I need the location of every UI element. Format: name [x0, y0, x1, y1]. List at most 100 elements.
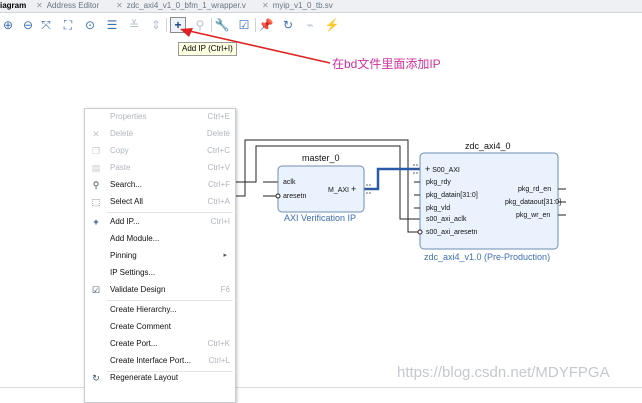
zdc-port-pkg-dataout: pkg_dataout[31:0]: [505, 199, 562, 206]
master-block-subtitle: AXI Verification IP: [284, 213, 357, 223]
menu-item-label: Create Interface Port...: [110, 356, 191, 365]
menu-item-label: IP Settings...: [110, 268, 156, 277]
close-icon[interactable]: ✕: [262, 1, 269, 10]
menu-item-label: Add IP...: [110, 217, 140, 226]
run-icon[interactable]: ⚡: [324, 18, 340, 32]
zdc-port-pkg-vld: pkg_vld: [426, 205, 451, 212]
zdc-port-s00-axi-aresetn: s00_axi_aresetn: [426, 229, 478, 236]
menu-item-regenerate-layout[interactable]: ↻ Regenerate Layout: [85, 370, 235, 386]
menu-item-label: Delete: [110, 129, 134, 138]
menu-item-create-comment[interactable]: Create Comment: [85, 319, 235, 335]
select-all-icon: ⬚: [91, 197, 101, 207]
s00-aresetn-port-bubble: [417, 229, 423, 235]
zoom-in-icon[interactable]: ⊕: [2, 18, 14, 32]
zdc-port-pkg-datain: pkg_datain[31:0]: [426, 192, 478, 199]
master-block-body[interactable]: [277, 165, 365, 213]
master-block-title: master_0: [302, 153, 340, 163]
collapse-icon[interactable]: ☰: [106, 18, 118, 32]
plus-icon[interactable]: +: [425, 164, 431, 174]
port-stubs: [414, 181, 566, 216]
menu-item-shortcut: Ctrl+L: [208, 356, 230, 365]
menu-item-label: Search...: [110, 180, 143, 189]
menu-item-label: Paste: [110, 163, 131, 172]
annotation-arrowhead: [180, 28, 193, 37]
toolbar-separator: [255, 18, 256, 32]
expand-icon[interactable]: ⇕: [150, 18, 162, 32]
menu-item-label: Create Comment: [110, 322, 171, 331]
validate-icon: ☑: [91, 285, 101, 295]
menu-item-label: Create Port...: [110, 339, 158, 348]
menu-item-create-port[interactable]: Create Port... Ctrl+K: [85, 336, 235, 352]
close-icon[interactable]: ✕: [116, 1, 123, 10]
menu-separator: [107, 300, 233, 301]
menu-item-label: Copy: [110, 146, 129, 155]
zdc-block-body[interactable]: [419, 152, 559, 250]
menu-item-add-module[interactable]: Add Module...: [85, 231, 235, 247]
context-menu: Properties Ctrl+E ✕ Delete Delete ❐ Copy…: [84, 108, 236, 403]
document-tab-strip: iagram ✕Address Editor ✕zdc_axi4_v1_0_bf…: [0, 0, 642, 13]
zoom-out-icon[interactable]: ⊖: [22, 18, 34, 32]
master-port-aclk: aclk: [283, 179, 296, 186]
tab-testbench[interactable]: ✕myip_v1_0_tb.sv: [262, 1, 333, 10]
menu-item-delete[interactable]: ✕ Delete Delete: [85, 126, 235, 142]
menu-item-validate-design[interactable]: ☑ Validate Design F6: [85, 282, 235, 298]
menu-item-add-ip[interactable]: + Add IP... Ctrl+I: [85, 214, 235, 230]
menu-separator: [107, 371, 233, 372]
menu-item-label: Pinning: [110, 251, 137, 260]
tab-address-editor[interactable]: ✕Address Editor: [36, 1, 100, 10]
regenerate-icon: ↻: [92, 373, 100, 383]
zdc-port-pkg-wr-en: pkg_wr_en: [516, 212, 551, 219]
menu-item-copy[interactable]: ❐ Copy Ctrl+C: [85, 143, 235, 159]
paste-icon: ▤: [91, 163, 101, 173]
menu-item-ip-settings[interactable]: IP Settings...: [85, 265, 235, 281]
diagram-toolbar: ⊕ ⊖ ⤧ ⛶ ⊙ ☰ ≚ ⇕ + ⚲ 🔧 ☑ 📌 ↻ ⌁ ⚡: [0, 13, 642, 37]
validate-icon[interactable]: ☑: [238, 18, 250, 32]
zdc-port-pkg-rdy: pkg_rdy: [426, 179, 451, 186]
menu-item-create-interface-port[interactable]: Create Interface Port... Ctrl+L: [85, 353, 235, 369]
menu-item-create-hierarchy[interactable]: Create Hierarchy...: [85, 302, 235, 318]
menu-item-select-all[interactable]: ⬚ Select All Ctrl+A: [85, 194, 235, 210]
aresetn-port-bubble: [275, 193, 281, 199]
menu-item-search[interactable]: ⚲ Search... Ctrl+F: [85, 177, 235, 193]
pin-icon[interactable]: 📌: [258, 18, 274, 32]
search-icon: ⚲: [92, 180, 100, 190]
wires: [235, 139, 420, 233]
copy-icon: ❐: [91, 146, 101, 156]
autoconnect-icon[interactable]: ⌁: [306, 18, 314, 32]
master-port-aresetn: aresetn: [283, 193, 307, 200]
watermark: https://blog.csdn.net/MDYFPGA: [397, 364, 610, 381]
submenu-arrow-icon: ▸: [223, 252, 227, 259]
zdc-port-s00-axi-aclk: s00_axi_aclk: [426, 216, 467, 223]
collapse-all-icon[interactable]: ≚: [128, 18, 140, 32]
menu-item-shortcut: Ctrl+V: [207, 163, 230, 172]
menu-item-label: Create Hierarchy...: [110, 305, 177, 314]
close-icon[interactable]: ✕: [36, 1, 43, 10]
menu-item-shortcut: Ctrl+K: [207, 339, 230, 348]
refresh-icon[interactable]: ↻: [282, 18, 294, 32]
tab-diagram[interactable]: iagram: [0, 1, 27, 10]
menu-item-pinning[interactable]: Pinning ▸: [85, 248, 235, 264]
tab-bfm-wrapper[interactable]: ✕zdc_axi4_v1_0_bfm_1_wrapper.v: [116, 1, 246, 10]
reset-wire: [235, 139, 420, 233]
zdc-port-s00-axi: + S00_AXI: [425, 164, 460, 175]
search-icon[interactable]: ⚲: [195, 18, 205, 32]
zoom-fit-icon[interactable]: ⤧: [41, 18, 51, 32]
zdc-port-pkg-rd-en: pkg_rd_en: [518, 186, 552, 193]
divider: [0, 387, 642, 388]
annotation-arrow: [184, 29, 331, 64]
clock-wire: [235, 145, 420, 220]
menu-item-label: Validate Design: [110, 285, 166, 294]
menu-item-properties[interactable]: Properties Ctrl+E: [85, 109, 235, 125]
menu-item-shortcut: Ctrl+E: [207, 112, 230, 121]
master-port-m-axi: M_AXI +: [328, 184, 357, 195]
menu-item-shortcut: Ctrl+F: [208, 180, 230, 189]
plus-icon[interactable]: +: [350, 184, 357, 194]
x-icon: ✕: [92, 129, 100, 139]
center-icon[interactable]: ⊙: [84, 18, 96, 32]
menu-item-paste[interactable]: ▤ Paste Ctrl+V: [85, 160, 235, 176]
menu-item-label: Add Module...: [110, 234, 160, 243]
wrench-icon[interactable]: 🔧: [214, 18, 230, 32]
menu-item-shortcut: Ctrl+A: [207, 197, 230, 206]
zoom-area-icon[interactable]: ⛶: [63, 18, 73, 32]
